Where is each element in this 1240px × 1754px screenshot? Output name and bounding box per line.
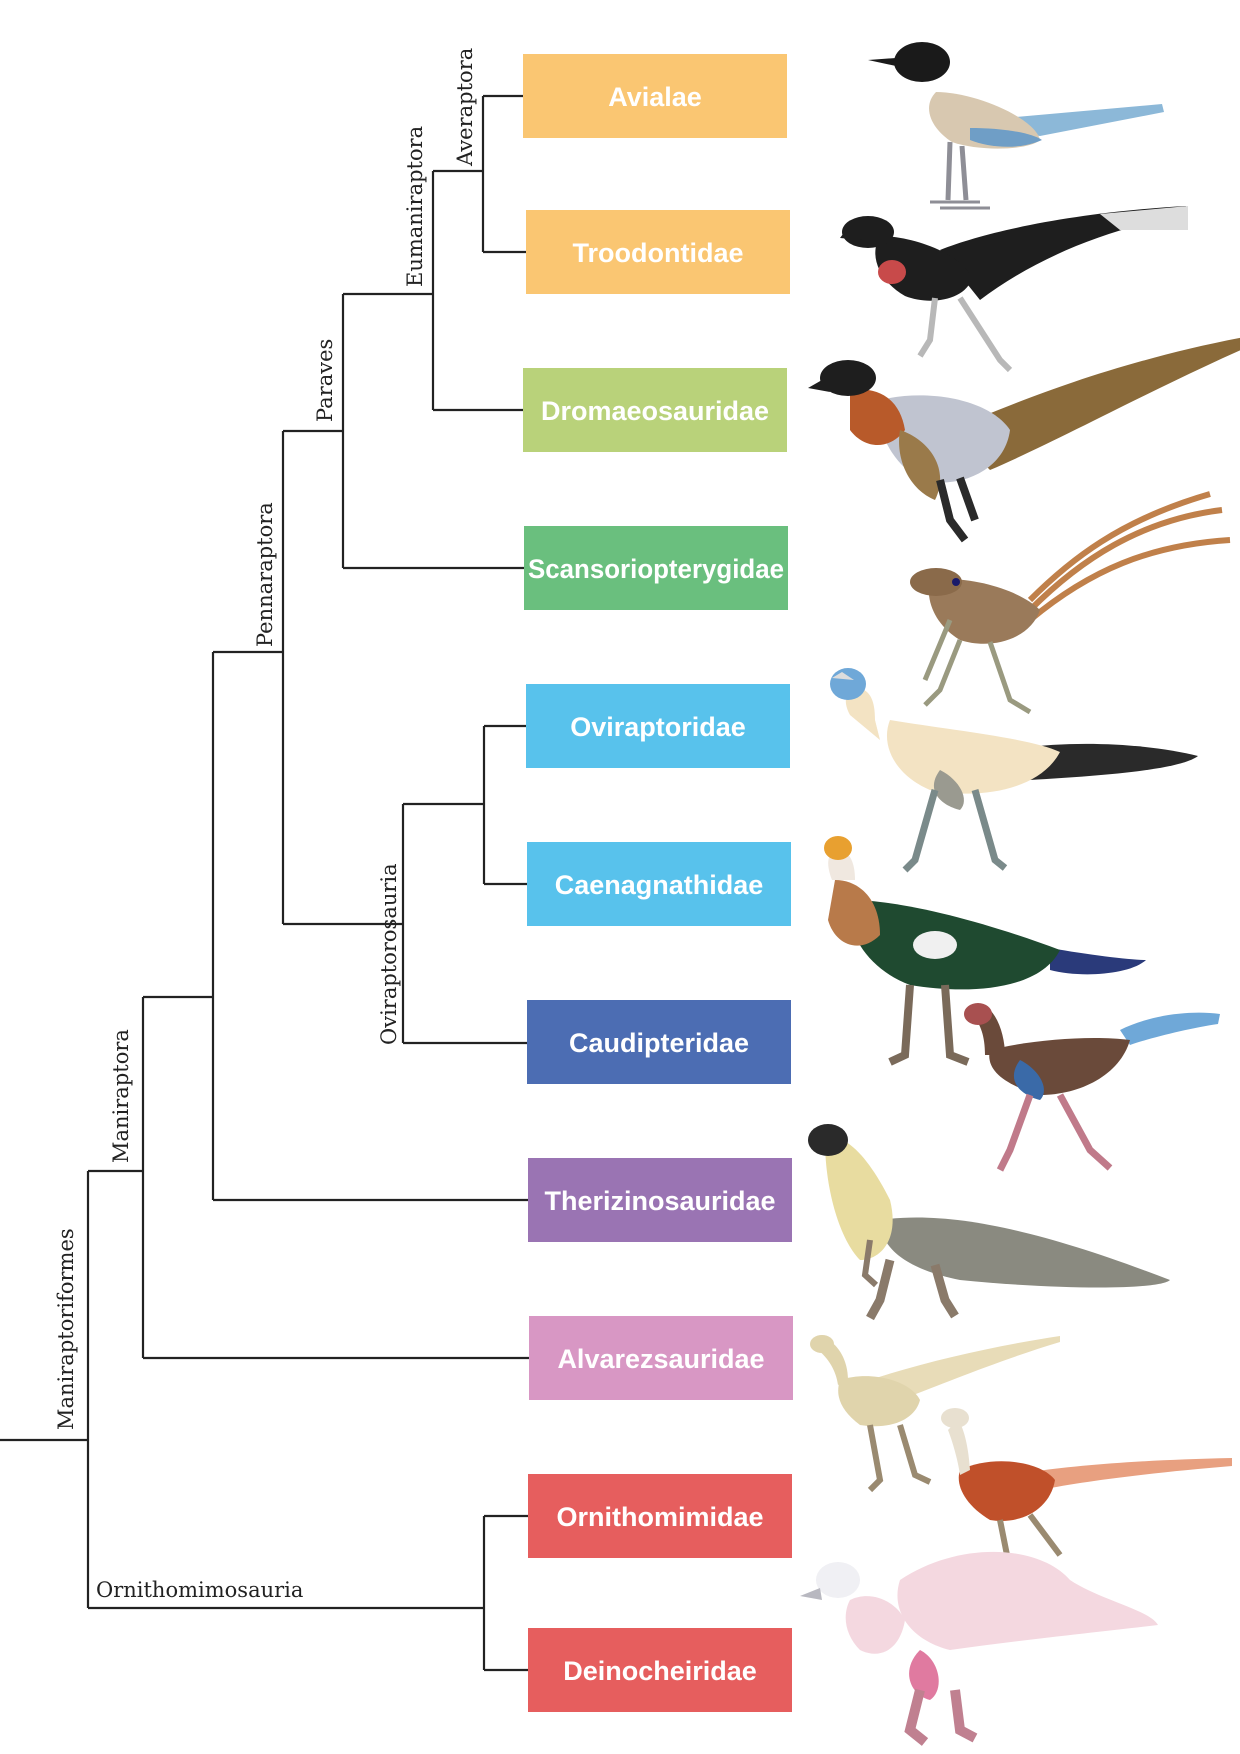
caudipterid-illustration — [964, 1003, 1220, 1172]
clade-label-maniraptoriformes: Maniraptoriformes — [54, 1228, 78, 1430]
taxon-label: Caenagnathidae — [555, 870, 764, 900]
therizinosaurid-illustration — [808, 1124, 1170, 1321]
clade-label-paraves: Paraves — [313, 339, 337, 422]
caenagnathid-illustration — [824, 836, 1146, 1066]
magpie-illustration — [868, 42, 1164, 210]
clade-label-ornithomimosauria: Ornithomimosauria — [96, 1578, 303, 1602]
clade-label-averaptora: Averaptora — [453, 48, 477, 167]
taxon-box-therizinosauridae: Therizinosauridae — [528, 1158, 792, 1242]
taxon-box-caenagnathidae: Caenagnathidae — [527, 842, 791, 926]
oviraptorid-illustration — [830, 668, 1198, 873]
taxon-label: Alvarezsauridae — [557, 1344, 764, 1374]
taxon-box-alvarezsauridae: Alvarezsauridae — [529, 1316, 793, 1400]
taxon-boxes: Avialae Troodontidae Dromaeosauridae Sca… — [523, 54, 793, 1712]
taxon-label: Dromaeosauridae — [541, 396, 769, 426]
scansoriopterygid-illustration — [910, 491, 1231, 715]
taxon-label: Oviraptoridae — [570, 712, 746, 742]
taxon-box-deinocheiridae: Deinocheiridae — [528, 1628, 792, 1712]
taxon-box-scansoriopterygidae: Scansoriopterygidae — [524, 526, 788, 610]
taxon-box-troodontidae: Troodontidae — [526, 210, 790, 294]
taxon-label: Avialae — [608, 82, 702, 112]
deinocheirid-illustration — [800, 1551, 1158, 1746]
troodontid-illustration — [840, 206, 1188, 373]
taxon-box-caudipteridae: Caudipteridae — [527, 1000, 791, 1084]
taxon-label: Deinocheiridae — [563, 1656, 757, 1686]
taxon-box-oviraptoridae: Oviraptoridae — [526, 684, 790, 768]
taxon-label: Scansoriopterygidae — [528, 554, 784, 584]
clade-labels: Maniraptoriformes Maniraptora Ornithomim… — [54, 48, 477, 1602]
tree-branches — [0, 94, 531, 1672]
ornithomimid-illustration — [941, 1408, 1232, 1593]
clade-label-oviraptorosauria: Oviraptorosauria — [377, 863, 401, 1045]
illustrations — [800, 42, 1240, 1746]
taxon-box-dromaeosauridae: Dromaeosauridae — [523, 368, 787, 452]
clade-label-pennaraptora: Pennaraptora — [253, 502, 277, 647]
clade-label-maniraptora: Maniraptora — [109, 1029, 133, 1163]
taxon-box-ornithomimidae: Ornithomimidae — [528, 1474, 792, 1558]
clade-label-eumaniraptora: Eumaniraptora — [403, 126, 427, 287]
taxon-label: Troodontidae — [573, 238, 744, 268]
dromaeosaurid-illustration — [808, 337, 1240, 543]
taxon-label: Therizinosauridae — [544, 1186, 775, 1216]
alvarezsaurid-illustration — [810, 1335, 1060, 1493]
taxon-label: Ornithomimidae — [556, 1502, 763, 1532]
taxon-box-avialae: Avialae — [523, 54, 787, 138]
taxon-label: Caudipteridae — [569, 1028, 749, 1058]
